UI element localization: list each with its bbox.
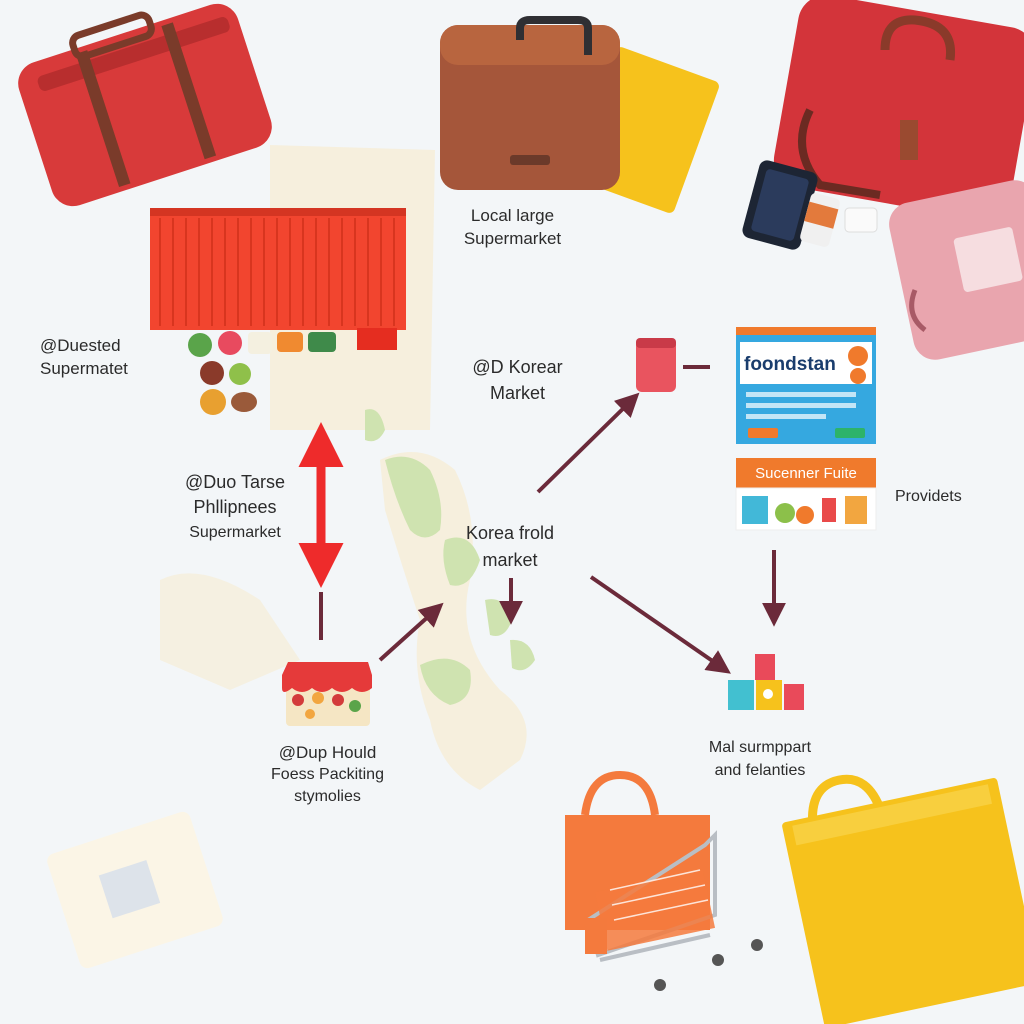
red-suitcase-icon	[18, 3, 272, 207]
pouch-icon	[636, 338, 676, 392]
label-local-large-supermarket: Local large Supermarket	[463, 206, 562, 248]
provider-banner-text: Sucenner Fuite	[755, 465, 857, 482]
jars-icon	[800, 193, 878, 247]
label-korean-market: @D Korear Market	[472, 357, 563, 403]
smartphone-icon	[742, 160, 818, 250]
label-korea-frold-market: Korea frold market	[465, 523, 555, 570]
shopping-cart-icon	[585, 830, 763, 991]
goods-pack-icon	[728, 654, 804, 710]
label-dup-hould-packaging: @Dup Hould Foess Packiting stymolies	[271, 743, 384, 805]
brown-briefcase-icon	[440, 16, 719, 213]
provider-brand: foondstan	[744, 354, 836, 375]
label-duo-tarse-supermarket: @Duo Tarse Phllipnees Supermarket	[185, 472, 285, 541]
provider-banner: Sucenner Fuite	[735, 458, 877, 531]
produce-icons	[188, 331, 336, 415]
label-providets: Providets	[895, 488, 962, 505]
container-ribs	[159, 218, 395, 326]
label-duested-supermarket: @Duested Supermatet	[40, 336, 128, 378]
yellow-tote-bag-icon	[782, 774, 1024, 1024]
label-mal-surmppart: Mal surmppart and felanties	[708, 739, 812, 779]
provider-card: foondstan	[736, 327, 876, 444]
pink-suitcase-icon	[889, 180, 1024, 360]
red-travel-bag-icon	[773, 0, 1024, 220]
flow-arrows	[378, 365, 786, 674]
market-stall-icon	[282, 662, 372, 726]
package-box-icon	[47, 811, 223, 969]
